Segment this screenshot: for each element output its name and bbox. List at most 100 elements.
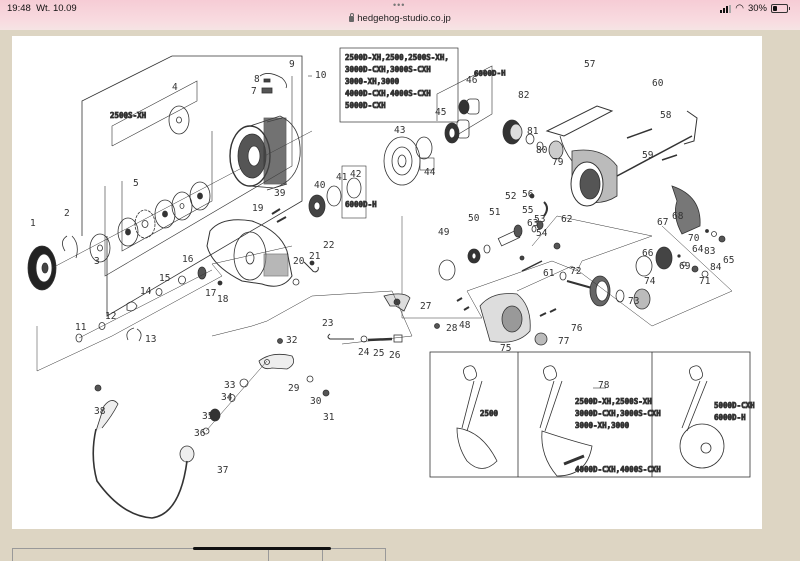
part-label-79: 79: [552, 157, 564, 168]
part-label-26: 26: [389, 350, 401, 361]
bail-frame: [211, 290, 413, 345]
part-4-washer-top: [168, 105, 190, 135]
leader-lines: [308, 75, 606, 389]
part-label-33: 33: [224, 380, 235, 391]
part-label-75: 75: [500, 343, 511, 354]
part-label-56: 56: [522, 189, 534, 200]
part-label-60: 60: [652, 78, 664, 89]
part-label-4: 4: [172, 82, 178, 93]
part-label-43: 43: [394, 125, 405, 136]
part-label-76: 76: [571, 323, 583, 334]
part-8: [263, 78, 271, 83]
part-label-19: 19: [252, 203, 264, 214]
part-9-spring: [259, 73, 287, 89]
part-17: [197, 266, 207, 280]
part-label-5: 5: [133, 178, 139, 189]
part-label-73: 73: [628, 296, 639, 307]
part-label-74: 74: [644, 276, 656, 287]
drag-frame: [121, 131, 213, 252]
more-dots-icon[interactable]: •••: [393, 0, 406, 10]
part-label-15: 15: [159, 273, 170, 284]
part-7: [261, 87, 273, 94]
part-label-44: 44: [424, 167, 436, 178]
part-12: [98, 322, 106, 330]
part-52-pinion: [497, 224, 523, 247]
part-label-22: 22: [323, 240, 334, 251]
handle-model-line: 3000-XH,3000: [575, 421, 630, 430]
part-79: [548, 140, 564, 160]
part-label-39: 39: [274, 188, 286, 199]
part-label-7: 7: [251, 86, 257, 97]
part-label-32: 32: [286, 335, 297, 346]
part-label-20: 20: [293, 256, 305, 267]
part-label-27: 27: [420, 301, 431, 312]
handle-model-right: 5000D-CXH: [714, 401, 755, 410]
part-label-16: 16: [182, 254, 194, 265]
handle-model-right: 6000D-H: [714, 413, 746, 422]
part-39-screw: [271, 208, 281, 215]
rotor-frame: [401, 215, 653, 319]
part-56: [529, 193, 535, 199]
part-label-67: 67: [657, 217, 668, 228]
status-date: Wt. 10.09: [36, 3, 77, 14]
part-label-35: 35: [202, 411, 213, 422]
part-81: [525, 133, 535, 145]
handle-model-line: 3000D-CXH,3000S-CXH: [575, 409, 661, 418]
handle-2500: [456, 365, 498, 469]
model-line: 3000-XH,3000: [345, 77, 400, 86]
part-67-gear: [655, 246, 673, 270]
status-indicators: ◠ 30%: [720, 3, 790, 14]
part-26: [393, 334, 403, 343]
part-63: [519, 255, 525, 261]
part-label-55: 55: [522, 205, 533, 216]
part-16: [178, 275, 186, 285]
part-label-80: 80: [536, 145, 548, 156]
part-label-46: 46: [466, 75, 478, 86]
part-15: [155, 288, 163, 296]
part-label-11: 11: [75, 322, 87, 333]
handle-model-line: 2500D-XH,2500S-XH: [575, 397, 652, 406]
spool-frame: [81, 55, 303, 317]
part-label-36: 36: [194, 428, 206, 439]
part-37-bail-wire: [92, 400, 195, 519]
model-line: 4000D-CXH,4000S-CXH: [345, 89, 431, 98]
part-label-52: 52: [505, 191, 516, 202]
part-label-38: 38: [94, 406, 106, 417]
part-label-84: 84: [710, 262, 722, 273]
handle-box: [429, 351, 751, 478]
part-washer: [117, 217, 139, 247]
part-38: [94, 384, 102, 392]
battery-fill: [773, 6, 777, 11]
part-20: [292, 278, 300, 286]
handle-knob: [679, 365, 725, 469]
part-24: [360, 335, 368, 343]
part-label-3: 3: [94, 256, 100, 267]
part-28: [434, 323, 440, 329]
part-43-plate: [383, 136, 421, 186]
part-23: [327, 333, 354, 340]
home-indicator[interactable]: [193, 547, 331, 550]
address-bar[interactable]: hedgehog-studio.co.jp: [0, 13, 800, 24]
part-label-17: 17: [205, 288, 216, 299]
part-label-70: 70: [688, 233, 700, 244]
part-label-18: 18: [217, 294, 229, 305]
part-36: [202, 427, 210, 435]
part-label-82: 82: [518, 90, 529, 101]
part-3-washer-b: [189, 181, 211, 211]
status-time: 19:48 Wt. 10.09: [7, 3, 77, 14]
part-label-45: 45: [435, 107, 446, 118]
part-74: [633, 288, 651, 310]
part-label-59: 59: [642, 150, 654, 161]
part-1-drag-knob: [27, 245, 57, 291]
part-label-29: 29: [288, 383, 300, 394]
part-label-77: 77: [558, 336, 569, 347]
part-label-49: 49: [438, 227, 450, 238]
part-label-2: 2: [64, 208, 70, 219]
spool-inner-frame: [111, 80, 198, 147]
part-48-screw: [456, 297, 463, 302]
part-label-25: 25: [373, 348, 384, 359]
drag-frame-b: [104, 76, 293, 277]
part-11: [75, 333, 83, 343]
